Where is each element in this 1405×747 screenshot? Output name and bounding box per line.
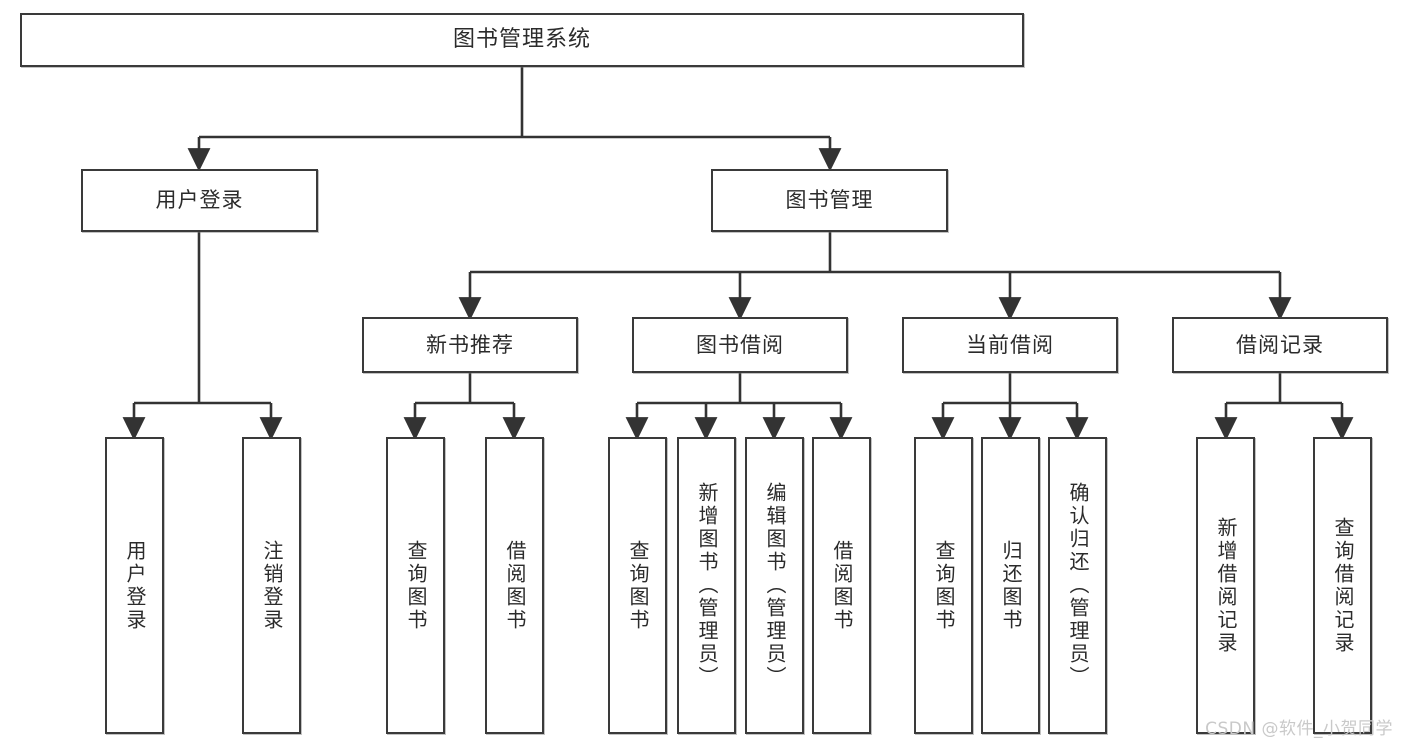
leaf-query-book-1[interactable]: 查询图书 xyxy=(386,437,445,734)
node-current-borrow[interactable]: 当前借阅 xyxy=(902,317,1118,373)
node-label: 用户登录 xyxy=(123,539,147,632)
leaf-edit-book[interactable]: 编辑图书（管理员） xyxy=(745,437,804,734)
leaf-logout[interactable]: 注销登录 xyxy=(242,437,301,734)
node-book-borrow[interactable]: 图书借阅 xyxy=(632,317,848,373)
csdn-watermark: CSDN @软件_小贺同学 xyxy=(1205,719,1393,739)
leaf-add-book[interactable]: 新增图书（管理员） xyxy=(677,437,736,734)
node-label: 图书借阅 xyxy=(696,332,784,357)
node-root-system[interactable]: 图书管理系统 xyxy=(20,13,1024,67)
node-label: 新增图书（管理员） xyxy=(695,482,719,689)
leaf-add-record[interactable]: 新增借阅记录 xyxy=(1196,437,1255,734)
node-label: 归还图书 xyxy=(999,539,1023,632)
node-label: 编辑图书（管理员） xyxy=(763,482,787,689)
node-user-login[interactable]: 用户登录 xyxy=(81,169,318,232)
node-label: 查询图书 xyxy=(626,539,650,632)
node-label: 查询借阅记录 xyxy=(1331,516,1355,655)
leaf-query-book-2[interactable]: 查询图书 xyxy=(608,437,667,734)
leaf-query-book-3[interactable]: 查询图书 xyxy=(914,437,973,734)
leaf-borrow-book-2[interactable]: 借阅图书 xyxy=(812,437,871,734)
leaf-user-login[interactable]: 用户登录 xyxy=(105,437,164,734)
leaf-borrow-book-1[interactable]: 借阅图书 xyxy=(485,437,544,734)
node-label: 注销登录 xyxy=(260,539,284,632)
node-label: 借阅图书 xyxy=(503,539,527,632)
node-label: 新增借阅记录 xyxy=(1214,516,1238,655)
node-borrow-record[interactable]: 借阅记录 xyxy=(1172,317,1388,373)
node-label: 借阅记录 xyxy=(1236,332,1324,357)
node-label: 查询图书 xyxy=(932,539,956,632)
node-label: 图书管理系统 xyxy=(452,27,591,53)
node-label: 查询图书 xyxy=(404,539,428,632)
node-label: 用户登录 xyxy=(155,188,244,213)
node-label: 借阅图书 xyxy=(830,539,854,632)
node-new-book-recommend[interactable]: 新书推荐 xyxy=(362,317,578,373)
node-book-management[interactable]: 图书管理 xyxy=(711,169,948,232)
node-label: 新书推荐 xyxy=(426,332,514,357)
node-label: 图书管理 xyxy=(785,188,874,213)
leaf-confirm-return[interactable]: 确认归还（管理员） xyxy=(1048,437,1107,734)
node-label: 当前借阅 xyxy=(966,332,1054,357)
node-label: 确认归还（管理员） xyxy=(1066,482,1090,689)
leaf-return-book[interactable]: 归还图书 xyxy=(981,437,1040,734)
leaf-query-record[interactable]: 查询借阅记录 xyxy=(1313,437,1372,734)
